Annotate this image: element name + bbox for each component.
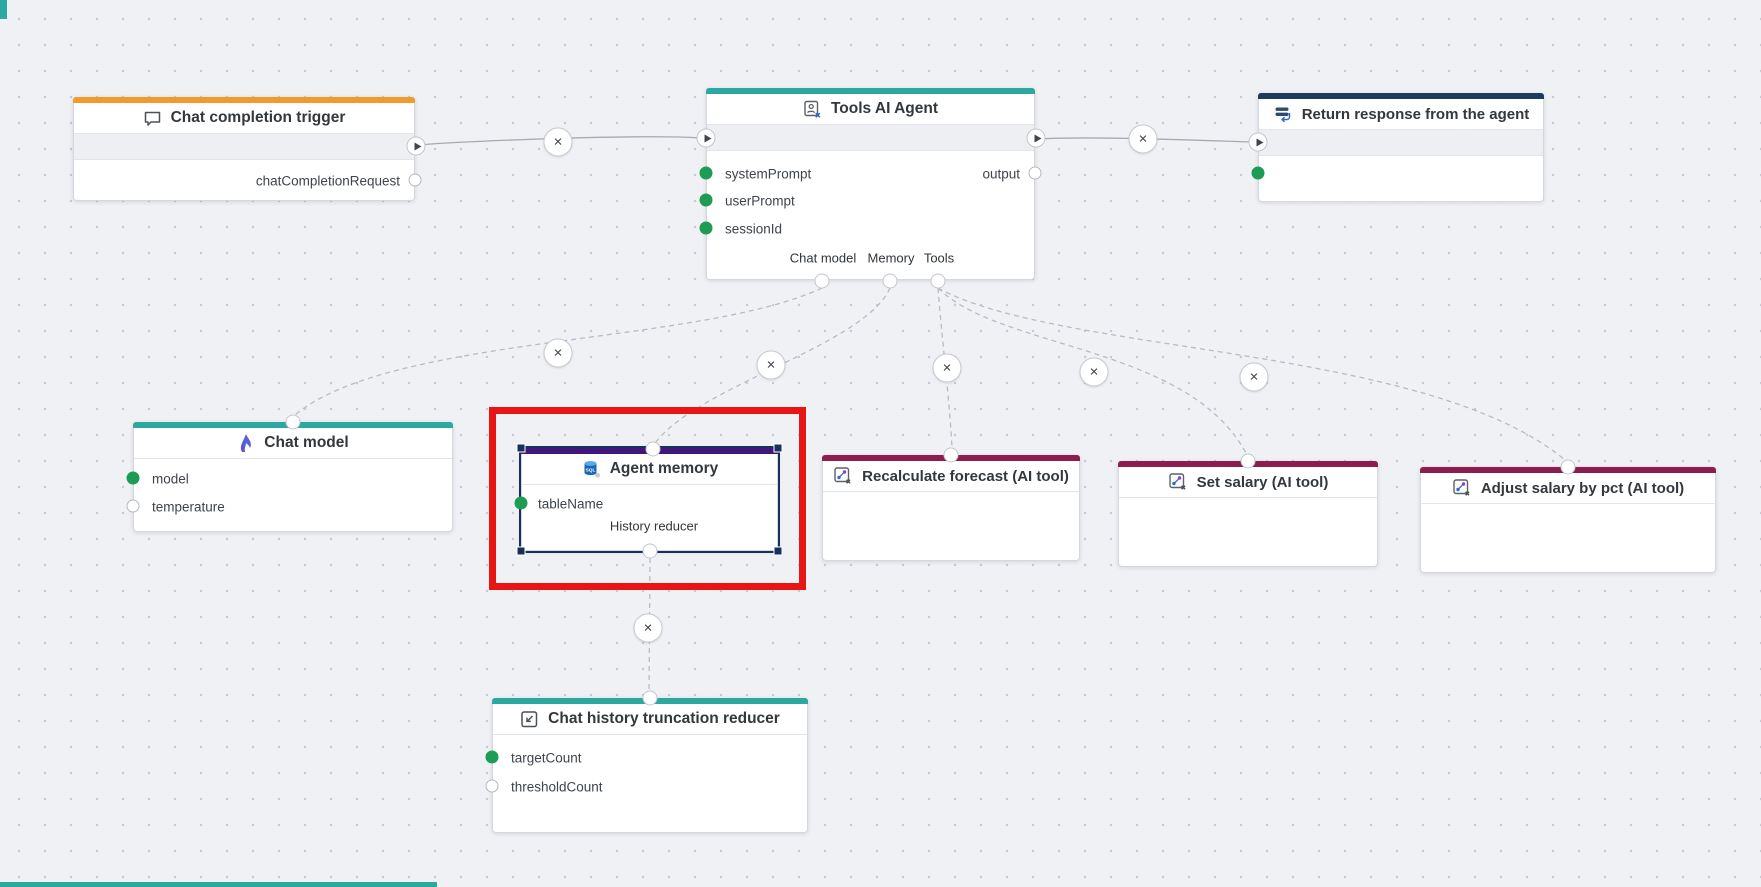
ai-agent-icon [803,100,822,119]
node-title: Chat completion trigger [170,109,346,126]
connector-port-top[interactable] [645,441,661,457]
node-color-bar [73,97,415,103]
connection-agent-to-adjust-salary [937,287,1567,462]
node-tools-ai-agent[interactable]: Tools AI Agent systemPrompt userPrompt s… [706,88,1035,280]
node-agent-memory[interactable]: SQL Agent memory tableName History reduc… [521,448,778,551]
output-port-output[interactable] [1028,166,1042,180]
selection-handle[interactable] [773,546,783,556]
port-label: sessionId [725,221,783,237]
delete-connection-button[interactable]: × [633,613,663,643]
node-title: Tools AI Agent [830,100,939,117]
delete-connection-button[interactable]: × [1128,124,1158,154]
connector-port-top[interactable] [943,447,959,463]
node-title: Chat history truncation reducer [548,710,780,727]
connector-port-top[interactable] [642,690,658,706]
connector-port-chat-model[interactable] [814,273,830,289]
port-label: chatCompletionRequest [255,173,400,189]
connector-label-tools: Tools [923,250,955,266]
port-label: userPrompt [725,193,795,209]
ai-tool-icon [1168,472,1188,492]
port-label: thresholdCount [511,779,603,795]
selection-handle[interactable] [516,443,526,453]
input-port-thresholdCount[interactable] [485,779,499,793]
connection-agent-to-recalculate [937,287,953,449]
node-chat-completion-trigger[interactable]: Chat completion trigger chatCompletionRe… [73,97,415,201]
port-label: targetCount [511,750,582,766]
input-port-tableName[interactable] [514,496,528,510]
connection-agent-to-set-salary [937,287,1248,456]
sql-database-icon: SQL [581,459,601,479]
node-exec-band [707,125,1034,151]
node-return-response[interactable]: Return response from the agent [1258,93,1544,202]
port-label: tableName [538,496,604,512]
return-response-icon [1273,105,1293,124]
port-label: model [152,471,189,487]
connector-label-memory: Memory [867,250,915,266]
connector-port-top[interactable] [1560,459,1576,475]
connector-port-top[interactable] [1240,453,1256,469]
svg-text:SQL: SQL [585,467,595,473]
connector-port-tools[interactable] [930,273,946,289]
node-set-salary[interactable]: Set salary (AI tool) [1118,461,1378,567]
partial-node-edge-top-left [0,0,7,19]
selection-handle[interactable] [773,443,783,453]
truncate-reducer-icon [520,710,539,729]
node-title: Chat model [264,434,349,451]
input-port-sessionId[interactable] [699,221,713,235]
connector-port-top[interactable] [285,414,301,430]
delete-connection-button[interactable]: × [932,353,962,383]
ai-model-icon [237,433,255,453]
exec-output-port[interactable] [1026,128,1046,148]
delete-connection-button[interactable]: × [1079,357,1109,387]
ai-tool-icon [1452,478,1472,498]
exec-output-port[interactable] [406,136,426,156]
output-port-chatCompletionRequest[interactable] [408,173,422,187]
delete-connection-button[interactable]: × [756,350,786,380]
node-recalculate-forecast[interactable]: Recalculate forecast (AI tool) [822,455,1080,561]
connector-label-history-reducer: History reducer [609,518,699,534]
exec-input-port[interactable] [696,128,716,148]
connector-port-history-reducer[interactable] [642,543,658,559]
node-title: Set salary (AI tool) [1196,473,1329,491]
input-port-model[interactable] [126,471,140,485]
input-port-temperature[interactable] [126,499,140,513]
connector-label-chat-model: Chat model [789,250,857,266]
node-exec-band [1259,130,1543,156]
node-chat-history-truncation-reducer[interactable]: Chat history truncation reducer targetCo… [492,698,808,833]
node-exec-band [74,134,414,160]
selection-handle[interactable] [516,546,526,556]
input-port-response[interactable] [1251,166,1265,180]
exec-input-port[interactable] [1248,132,1268,152]
node-title: Adjust salary by pct (AI tool) [1480,479,1685,497]
delete-connection-button[interactable]: × [543,338,573,368]
port-label: temperature [152,499,225,515]
delete-connection-button[interactable]: × [543,127,573,157]
node-title: Agent memory [609,460,719,477]
ai-tool-icon [833,466,853,486]
node-color-bar [706,88,1035,94]
partial-node-bar-bottom-left [0,882,437,887]
input-port-systemPrompt[interactable] [699,166,713,180]
node-adjust-salary-by-pct[interactable]: Adjust salary by pct (AI tool) [1420,467,1716,573]
node-title: Recalculate forecast (AI tool) [862,467,1069,485]
chat-bubble-icon [143,109,162,128]
port-label: systemPrompt [725,166,812,182]
delete-connection-button[interactable]: × [1239,362,1269,392]
node-title: Return response from the agent [1301,105,1530,123]
node-chat-model[interactable]: Chat model model temperature [133,422,453,532]
connector-port-memory[interactable] [882,273,898,289]
input-port-targetCount[interactable] [485,750,499,764]
input-port-userPrompt[interactable] [699,193,713,207]
port-label: output [982,166,1020,182]
node-color-bar [1258,93,1544,99]
